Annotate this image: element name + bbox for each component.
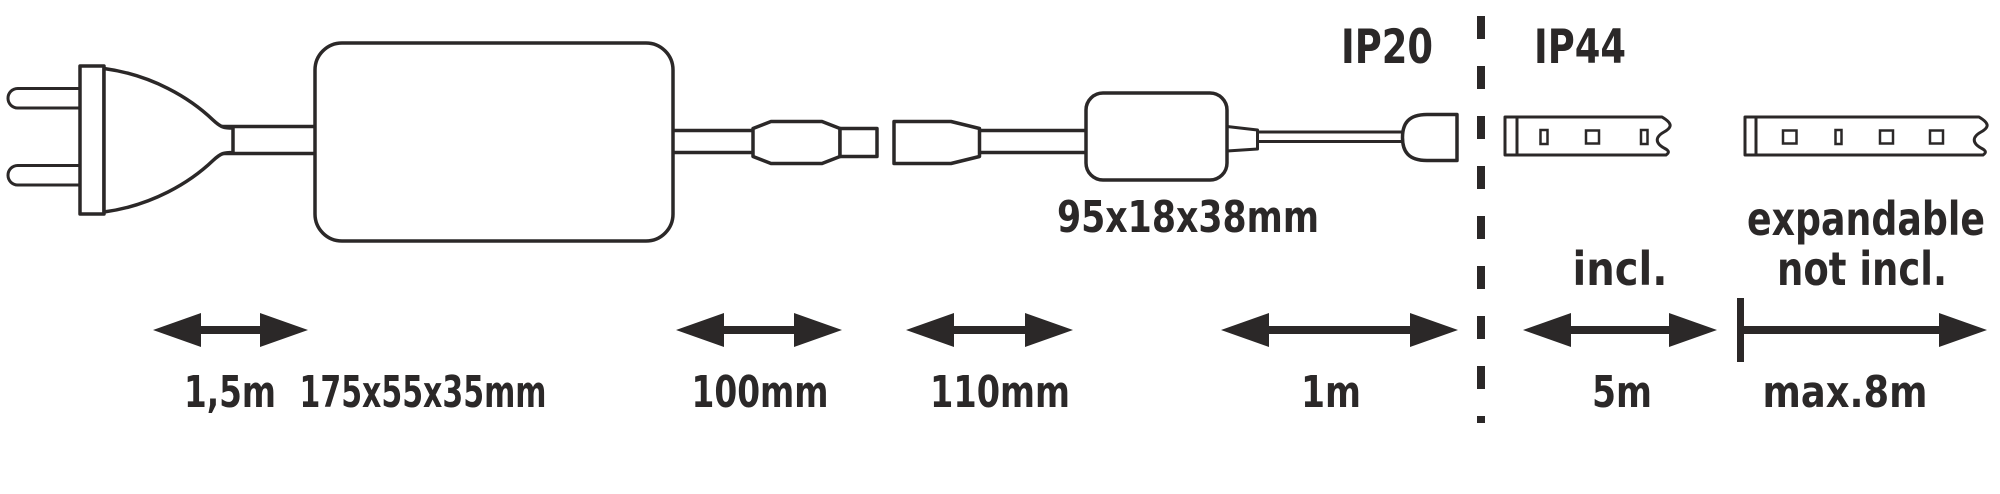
- led-chip: [1539, 128, 1549, 146]
- controller-dimensions-label: 95x18x38mm: [1057, 192, 1319, 243]
- dimension-arrow-1m: [1221, 313, 1458, 347]
- ip44-label: IP44: [1534, 20, 1626, 75]
- cord-length-label: 1,5m: [184, 367, 276, 418]
- extension-cable-length-label: 110mm: [930, 367, 1070, 418]
- dimension-arrow-cord: [153, 313, 308, 347]
- cable-connector-to-controller: [974, 128, 1092, 155]
- dimension-arrow-110mm: [906, 313, 1073, 347]
- female-connector-icon: [892, 119, 982, 166]
- led-chip: [1639, 128, 1649, 146]
- dimension-arrow-100mm: [676, 313, 842, 347]
- strip-max-length-label: max.8m: [1763, 367, 1928, 418]
- dimension-arrow-max8m: [1737, 298, 1987, 362]
- power-supply-box: [313, 41, 675, 243]
- led-strip-included-icon: [1503, 115, 1672, 157]
- strip-included-length-label: 5m: [1592, 367, 1652, 418]
- cable-controller-to-endcap: [1253, 130, 1409, 143]
- incl-label: incl.: [1573, 242, 1668, 296]
- power-plug-icon: [6, 64, 235, 216]
- male-connector-tip: [838, 126, 879, 159]
- psu-dimensions-label: 175x55x35mm: [300, 367, 547, 418]
- plug-body: [102, 66, 235, 214]
- connector-cable-length-label: 100mm: [692, 367, 829, 418]
- led-chip: [1834, 128, 1843, 146]
- led-strip-expandable-body: [1743, 115, 1989, 157]
- led-chip: [1928, 129, 1945, 145]
- led-strip-expandable-icon: [1743, 115, 1989, 157]
- ip20-label: IP20: [1341, 20, 1433, 75]
- controller-box: [1084, 91, 1229, 182]
- mains-cable: [220, 124, 322, 156]
- led-chip: [1781, 129, 1798, 145]
- male-connector-icon: [751, 119, 879, 166]
- male-connector-body: [751, 119, 842, 166]
- expandable-label: expandable: [1747, 192, 1985, 246]
- controller-box-icon: [1084, 91, 1259, 182]
- not-incl-label: not incl.: [1777, 242, 1947, 296]
- led-chip: [1878, 129, 1895, 145]
- led-chip: [1584, 129, 1601, 145]
- strip-end-cap-icon: [1400, 112, 1459, 163]
- dimension-arrow-5m: [1523, 313, 1717, 347]
- cable-psu-to-connector: [666, 128, 760, 155]
- plug-face: [78, 64, 106, 216]
- controller-output-plug: [1225, 125, 1259, 153]
- output-cable-length-label: 1m: [1301, 367, 1361, 418]
